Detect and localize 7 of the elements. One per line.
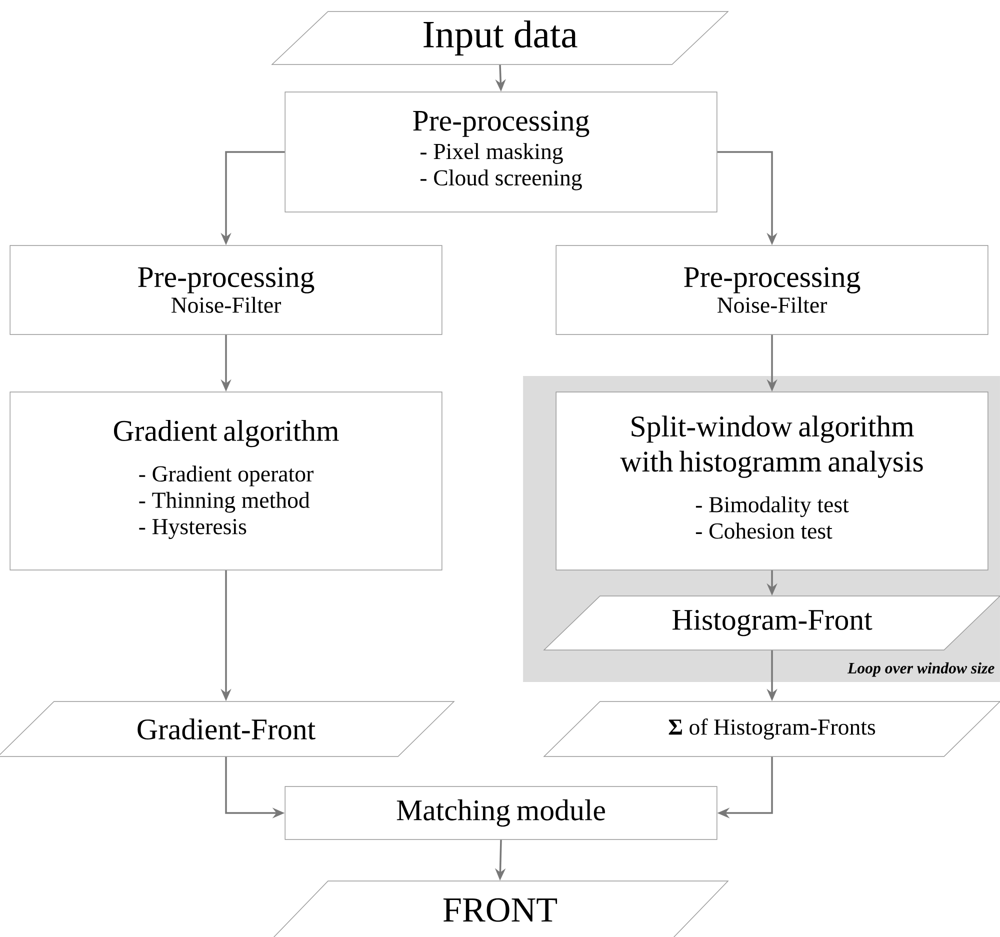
process-box: Pre-processing - Pixel masking - Cloud screening (284, 92, 718, 212)
process-box: Pre-processing Noise-Filter (10, 245, 442, 335)
process-box: Split-window algorithm with histogramm analysis - Bimodality test - Cohesion test (556, 392, 988, 570)
data-parallelogram: Gradient-Front (0, 701, 455, 757)
process-box: Pre-processing Noise-Filter (556, 245, 988, 335)
process-box: Gradient algorithm - Gradient operator - Thinning method - Hysteresis (10, 392, 442, 570)
process-box: Matching module (284, 786, 718, 840)
